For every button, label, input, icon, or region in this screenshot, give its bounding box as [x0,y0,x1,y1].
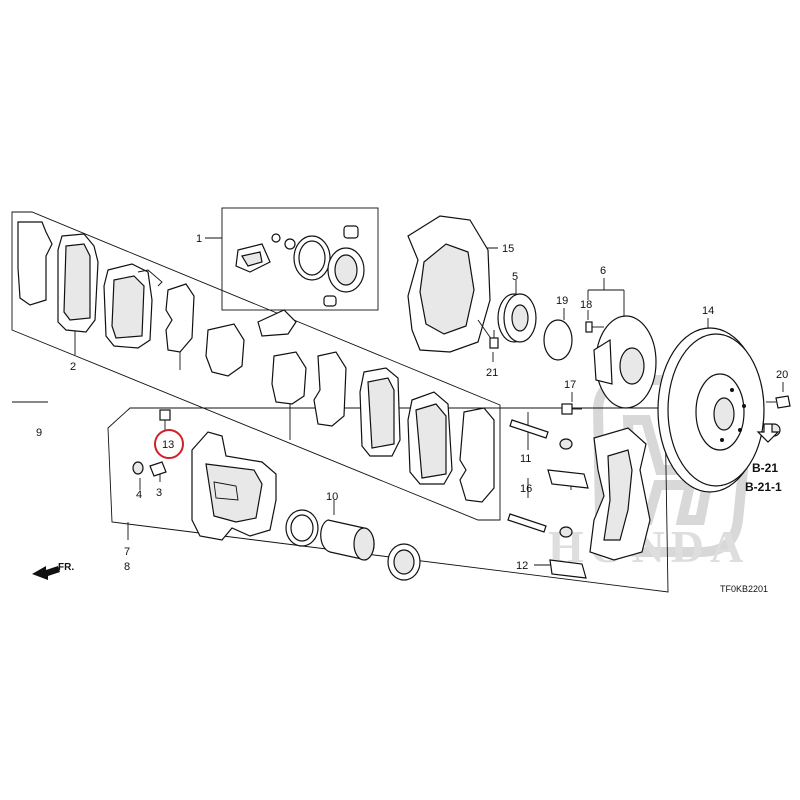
shim-1 [165,283,195,353]
screw-20 [766,395,791,409]
callout-18: 18 [580,299,592,311]
pin-boot-2 [559,526,573,538]
bolt-21 [489,330,499,349]
pad-3-face [367,377,395,449]
reference-arrow [756,423,780,443]
callout-13: 13 [162,439,174,451]
callout-5: 5 [512,271,518,283]
pin-boot-1 [559,438,573,450]
callout-1: 1 [196,233,202,245]
clip [257,309,297,337]
callout-14: 14 [702,305,714,317]
shim-3 [271,351,307,405]
guide-pin-16 [507,513,547,533]
front-direction-arrow: FR. [32,562,74,580]
callout-9: 9 [36,427,42,439]
callout-7: 7 [124,546,130,558]
pad-clip-lower [549,559,587,579]
callout-19: 19 [556,295,568,307]
diagram-code: TF0KB2201 [720,584,768,594]
caliper-bracket [589,427,651,561]
direction-label: FR. [58,562,74,573]
ref-label-1: B-21 [752,461,778,475]
pad-2-face [111,275,145,339]
callout-2: 2 [70,361,76,373]
callout-labels: 1 2 3 4 5 6 7 8 9 10 11 12 13 14 15 16 1… [36,233,788,573]
callout-11: 11 [520,453,531,465]
seal-kit [235,225,365,307]
bleeder-cap [132,461,144,475]
bleeder-screw [149,461,167,477]
bolt-17 [561,403,582,415]
highlight-circle [154,429,184,459]
wear-indicator [137,269,163,287]
ref-label-2: B-21-1 [745,480,782,494]
bearing [497,293,537,343]
stud-18 [585,321,604,333]
callout-8: 8 [124,561,130,573]
callout-4: 4 [136,489,142,501]
caliper-body [191,431,277,541]
callout-10: 10 [326,491,338,503]
brake-pads [17,221,495,503]
callout-21: 21 [486,367,498,379]
pad-clip-upper [547,469,589,489]
callout-6: 6 [600,265,606,277]
pad-1-face [63,243,91,321]
hub [593,315,657,409]
shim-4 [313,351,347,427]
callout-15: 15 [502,243,514,255]
group-1-outline [221,207,379,311]
splash-shield [407,215,493,353]
callout-17: 17 [564,379,576,391]
snap-ring [543,319,573,361]
piston-set [285,509,421,581]
guide-pin-11 [509,419,549,439]
group-9-outline [11,211,501,521]
callout-20: 20 [776,369,788,381]
pad-4-face [415,403,447,479]
callout-3: 3 [156,487,162,499]
callout-12: 12 [516,560,528,572]
callout-16: 16 [520,483,532,495]
brake-disc [657,327,765,493]
bolt-13 [159,409,171,430]
shim-2 [205,323,245,377]
outer-shim [17,221,53,306]
inner-shim [459,407,495,503]
